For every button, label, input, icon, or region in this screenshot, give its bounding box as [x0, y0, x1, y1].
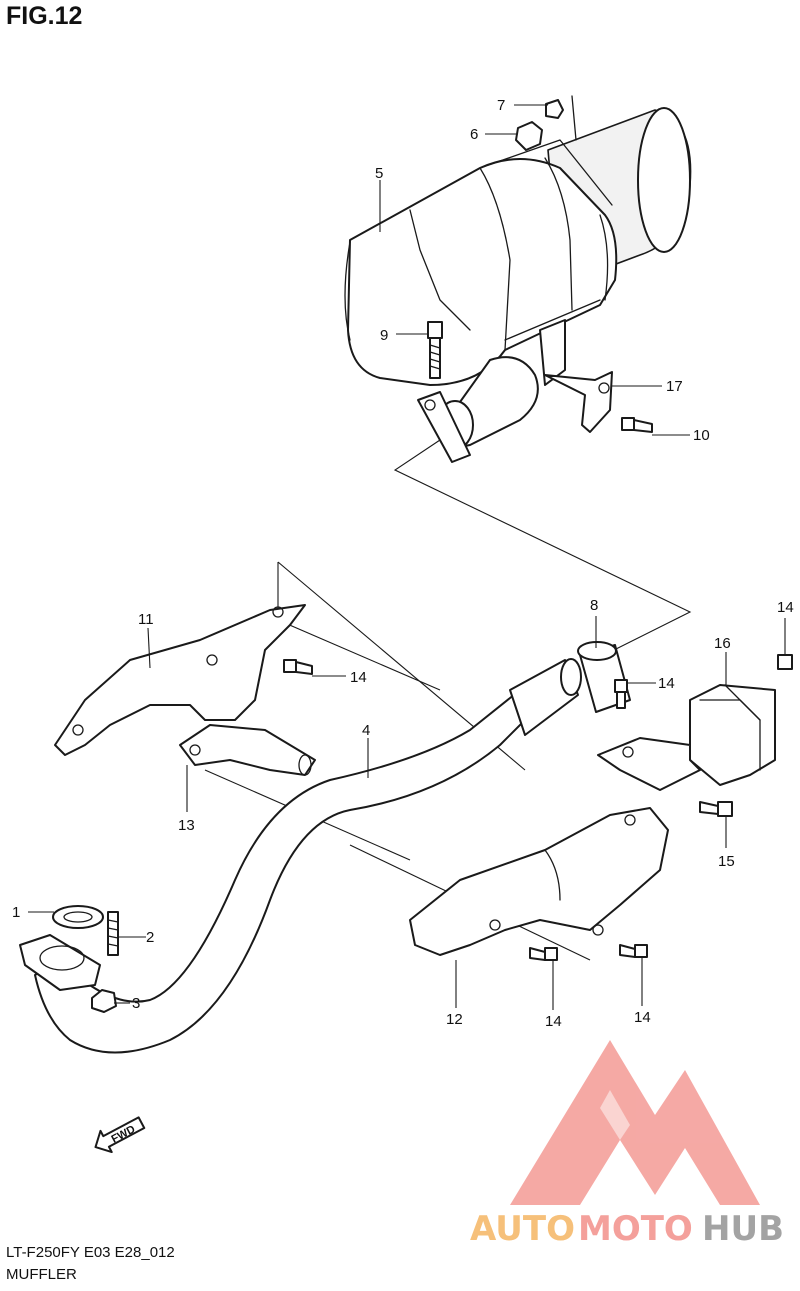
- automotohub-logo-icon: [510, 1040, 760, 1205]
- watermark-word-moto: MOTO: [578, 1209, 693, 1249]
- callout-10: 10: [693, 427, 710, 444]
- exhaust-pipe-shield: [409, 807, 669, 956]
- assembly-name-caption: MUFFLER: [6, 1266, 77, 1283]
- callout-13: 13: [178, 817, 195, 834]
- callout-5: 5: [375, 165, 383, 182]
- watermark-word-hub: HUB: [702, 1209, 784, 1249]
- muffler-inlet-clamp: [417, 356, 539, 463]
- forward-direction-arrow: FWD: [94, 1116, 146, 1154]
- muffler-fasteners: [427, 95, 653, 433]
- shield-bolts: [283, 654, 793, 961]
- callout-14-d: 14: [545, 1013, 562, 1030]
- figure-title: FIG.12: [6, 2, 83, 30]
- callout-8: 8: [590, 597, 598, 614]
- rear-heat-cover: [597, 684, 776, 791]
- callout-1: 1: [12, 904, 20, 921]
- callout-11: 11: [138, 611, 154, 628]
- callout-14-c: 14: [658, 675, 675, 692]
- callout-labels: 7 6 5 9 17 10 8 11 14 4 13 1 2 3 14 16 1…: [12, 97, 794, 1030]
- callout-6: 6: [470, 126, 478, 143]
- pipe-joint-hardware: [52, 905, 119, 1013]
- callout-14-e: 14: [634, 1009, 651, 1026]
- callout-4: 4: [362, 722, 370, 739]
- fwd-label: FWD: [110, 1123, 138, 1145]
- callout-14-a: 14: [350, 669, 367, 686]
- callout-16: 16: [714, 635, 731, 652]
- exhaust-pipe: [19, 658, 582, 1054]
- callout-17: 17: [666, 378, 683, 395]
- muffler-bracket: [539, 319, 613, 433]
- callout-14-b: 14: [777, 599, 794, 616]
- automotohub-watermark: AUTO MOTO HUB: [470, 1040, 784, 1249]
- lower-heat-shield: [179, 724, 316, 776]
- model-code-caption: LT-F250FY E03 E28_012: [6, 1244, 175, 1261]
- callout-3: 3: [132, 995, 140, 1012]
- watermark-word-auto: AUTO: [470, 1209, 575, 1249]
- callout-2: 2: [146, 929, 154, 946]
- callout-leaders: [28, 104, 786, 1010]
- callout-7: 7: [497, 97, 505, 114]
- callout-15: 15: [718, 853, 735, 870]
- muffler-body: [344, 107, 692, 386]
- callout-12: 12: [446, 1011, 463, 1028]
- callout-9: 9: [380, 327, 388, 344]
- upper-heat-shield: [54, 604, 306, 756]
